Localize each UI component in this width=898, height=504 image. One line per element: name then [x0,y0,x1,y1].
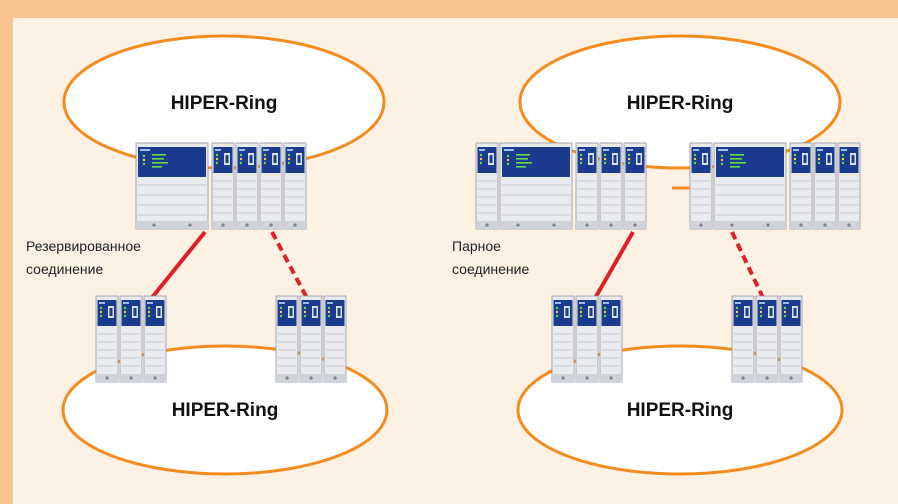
right-link-dashed [730,231,766,301]
right-diagram: HIPER-Ring HIPER-Ring [452,34,861,476]
right-top-ring-label: HIPER-Ring [627,93,734,114]
left-connection-label-line2: соединение [26,261,103,277]
left-link-solid [148,230,207,302]
left-top-switch [135,142,307,230]
right-top-switch-b [689,142,861,230]
right-connection-label-line2: соединение [452,261,529,277]
left-top-ring-label: HIPER-Ring [171,93,278,114]
left-bottom-switch-a [95,295,167,383]
left-link-dashed [270,231,310,301]
left-connection-label-line1: Резервированное [26,238,141,254]
left-bottom-ring-label: HIPER-Ring [172,400,279,421]
right-link-solid [592,231,635,301]
left-bottom-switch-b [275,295,347,383]
right-bottom-switch-b [731,295,803,383]
left-diagram: HIPER-Ring HIPER-Ring [26,34,389,476]
right-top-switch-a [475,142,647,230]
right-bottom-ring-label: HIPER-Ring [627,400,734,421]
right-top-ring [518,34,842,170]
right-connection-label-line1: Парное [452,238,501,254]
right-bottom-switch-a [551,295,623,383]
